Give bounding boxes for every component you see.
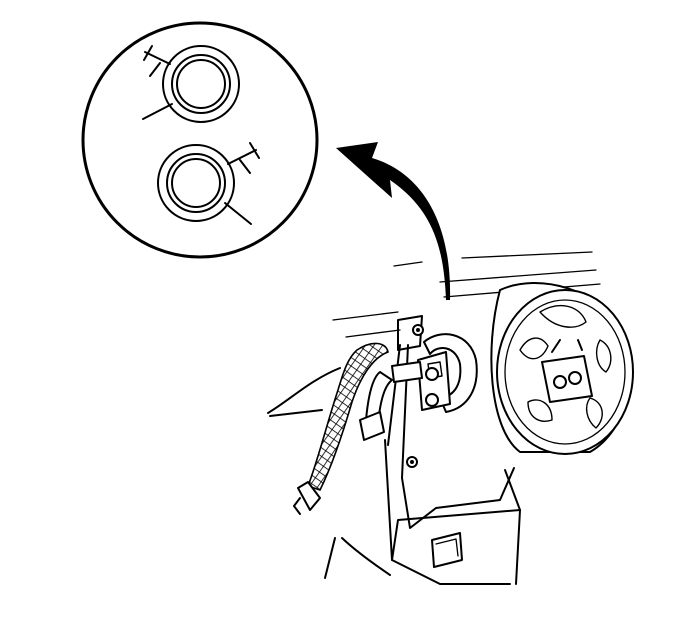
ac-compressor-pulley-icon <box>490 282 634 455</box>
magnified-detail-circle-icon <box>81 21 319 259</box>
bolt-icon <box>412 324 424 336</box>
bolt-icon <box>406 456 418 468</box>
refrigerant-hose-icon <box>293 342 389 515</box>
hose-fitting-block-icon <box>359 333 478 441</box>
o-ring-seal-detail-icon <box>157 142 260 225</box>
engine-block-outline-icon <box>267 251 601 585</box>
mounting-bracket-icon <box>397 315 423 351</box>
o-ring-seal-detail-icon <box>142 45 240 123</box>
curved-pointer-arrow-icon <box>336 142 451 300</box>
